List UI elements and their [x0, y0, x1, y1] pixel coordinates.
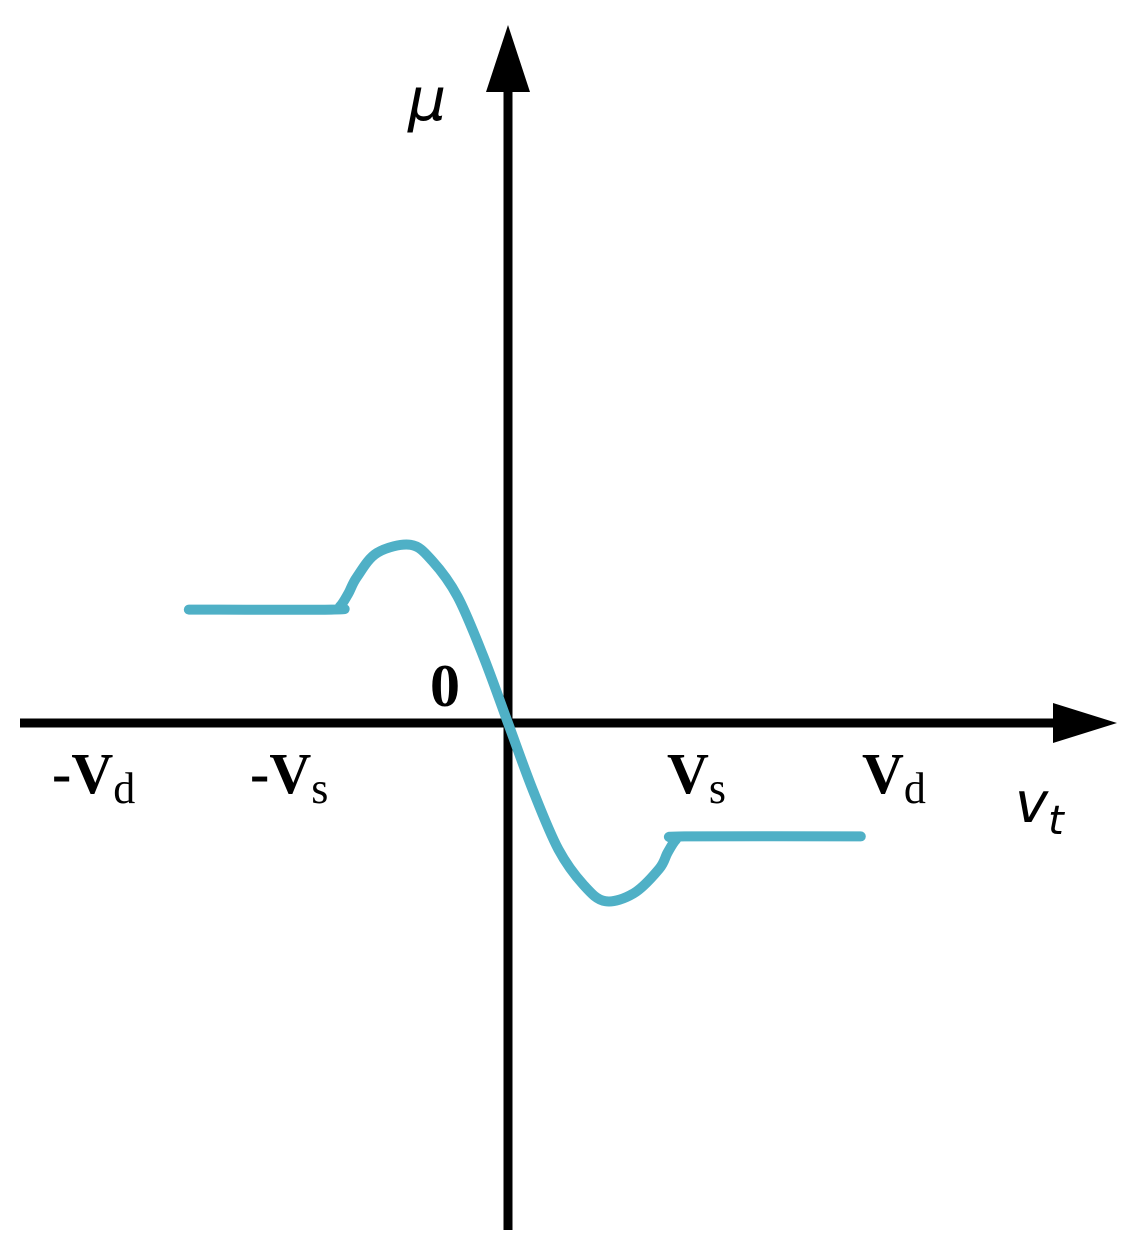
x-axis-arrowhead [1053, 703, 1117, 743]
tick-label-neg-vs: -Vs [250, 741, 328, 813]
y-axis-arrowhead [486, 25, 530, 92]
x-axis-label-sub: t [1048, 798, 1065, 844]
origin-label: 0 [430, 653, 460, 719]
series-line [183, 539, 866, 907]
tick-label-vd: Vd [862, 741, 926, 813]
tick-label-vs: Vs [667, 741, 726, 813]
x-axis-label: vt [1015, 771, 1065, 844]
x-axis-label-base: v [1015, 771, 1049, 836]
y-axis-label: μ [407, 65, 446, 135]
tick-label-neg-vd: -Vd [52, 741, 135, 813]
